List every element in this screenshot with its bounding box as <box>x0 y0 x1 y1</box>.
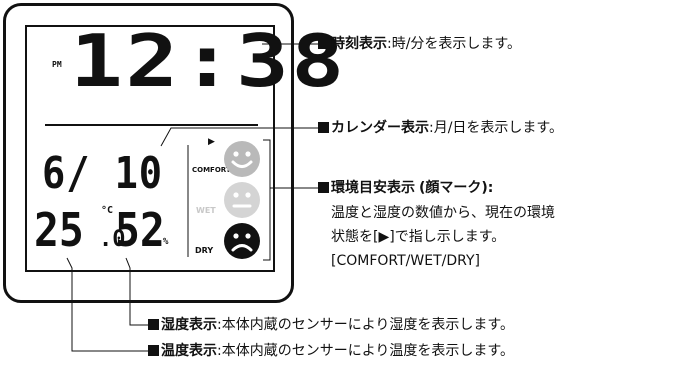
humidity-unit: % <box>163 237 169 247</box>
device-frame <box>3 3 294 303</box>
date-digits: 6/ 10 <box>42 148 163 199</box>
comfort-label: COMFORT <box>192 166 231 174</box>
temperature-leader <box>66 257 148 352</box>
face-callout-line2-pre: 状態を[ <box>331 229 379 245</box>
lcd-screen <box>25 25 275 272</box>
wet-label: WET <box>196 206 216 215</box>
ampm-indicator: PM <box>52 60 62 69</box>
sad-face-icon <box>224 223 260 259</box>
bullet-square-icon <box>318 182 329 193</box>
calendar-callout: カレンダー表示:月/日を表示します。 <box>318 121 563 135</box>
face-callout-line1: 温度と湿度の数値から、現在の環境 <box>331 205 555 221</box>
face-callout-line3: [COMFORT/WET/DRY] <box>331 253 480 269</box>
time-callout-title: 時刻表示 <box>331 36 387 52</box>
face-icons <box>224 141 260 259</box>
face-bracket-right <box>263 139 271 261</box>
face-callout-line2: 状態を[▶]で指し示します。 <box>331 230 505 244</box>
smiling-face-icon <box>224 141 260 177</box>
face-callout: 環境目安表示(顔マーク): <box>318 181 493 195</box>
humidity-callout: 湿度表示:本体内蔵のセンサーにより湿度を表示します。 <box>148 318 514 332</box>
face-callout-line2-post: ]で指し示します。 <box>389 229 506 245</box>
face-callout-title: 環境目安表示 <box>331 180 415 196</box>
bullet-square-icon <box>318 122 329 133</box>
calendar-leader <box>160 127 318 147</box>
bullet-square-icon <box>148 319 159 330</box>
humidity-digits: 52 <box>115 203 165 257</box>
time-callout: 時刻表示:時/分を表示します。 <box>318 37 521 51</box>
temperature-decimal: .0 <box>99 227 126 252</box>
indicator-arrow-icon: ▶ <box>378 229 390 245</box>
neutral-face-icon <box>224 182 260 218</box>
clock-digits: 12:38 <box>70 19 347 103</box>
humidity-callout-desc: :本体内蔵のセンサーにより湿度を表示します。 <box>217 317 515 333</box>
comfort-indicator-arrow-icon: ▶ <box>208 137 215 147</box>
calendar-callout-title: カレンダー表示 <box>331 120 429 136</box>
dry-label: DRY <box>195 246 214 255</box>
calendar-callout-desc: :月/日を表示します。 <box>429 120 564 136</box>
humidity-leader <box>125 257 148 326</box>
temperature-digits: 25 <box>34 203 84 257</box>
temperature-callout-desc: :本体内蔵のセンサーにより温度を表示します。 <box>217 343 515 359</box>
time-callout-desc: :時/分を表示します。 <box>387 36 522 52</box>
temperature-callout: 温度表示:本体内蔵のセンサーにより温度を表示します。 <box>148 344 514 358</box>
face-callout-title-suffix: (顔マーク): <box>419 180 494 196</box>
temperature-callout-title: 温度表示 <box>161 343 217 359</box>
humidity-callout-title: 湿度表示 <box>161 317 217 333</box>
temperature-unit: °C <box>101 205 114 216</box>
bullet-square-icon <box>318 38 329 49</box>
bullet-square-icon <box>148 345 159 356</box>
